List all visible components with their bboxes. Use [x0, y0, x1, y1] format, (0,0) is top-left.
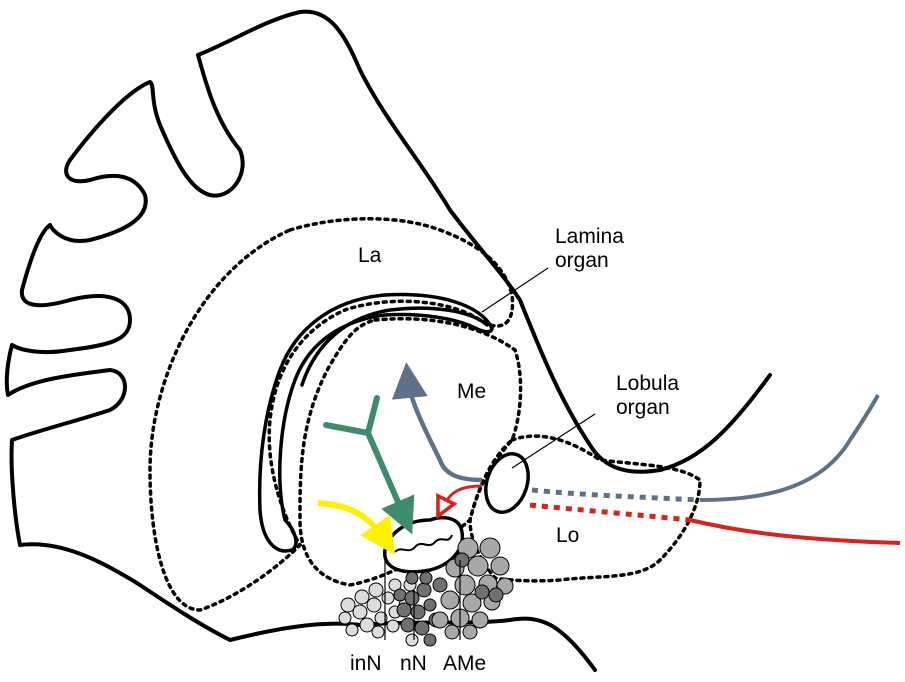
red-pathway-tail	[690, 520, 900, 543]
cell-body	[411, 605, 425, 619]
cell-body	[405, 591, 419, 605]
cell-body	[480, 538, 500, 558]
cell-body	[372, 626, 384, 638]
cell-body	[382, 592, 394, 604]
cell-body	[424, 599, 436, 611]
red-pathway-dotted	[530, 505, 690, 520]
outer-chiasm-band	[260, 295, 492, 551]
cell-body	[417, 583, 431, 597]
label-lamina-organ: Lamina organ	[555, 225, 624, 273]
label-me: Me	[457, 380, 486, 404]
cell-body	[394, 589, 406, 601]
cell-body	[432, 612, 448, 628]
cell-body	[468, 556, 488, 576]
cell-body	[463, 625, 477, 639]
cell-body	[472, 612, 488, 628]
cell-body	[387, 620, 399, 632]
label-lobula-organ: Lobula organ	[616, 372, 679, 420]
cell-body	[397, 603, 411, 617]
cell-body	[424, 634, 436, 646]
cell-body	[441, 591, 459, 609]
cell-body	[353, 605, 367, 619]
label-inn: inN	[350, 652, 382, 676]
slate-pathway-tail	[700, 395, 878, 500]
cell-body	[455, 575, 475, 595]
cell-body	[339, 612, 351, 624]
cell-body	[415, 621, 429, 635]
green-pathway-trunk	[368, 433, 405, 518]
label-la: La	[358, 244, 381, 268]
cell-body	[406, 634, 418, 646]
label-ame: AMe	[443, 652, 486, 676]
cell-body	[346, 624, 358, 636]
yellow-pathway	[318, 503, 385, 540]
cell-body	[475, 585, 489, 599]
cell-body	[406, 572, 418, 584]
label-lo: Lo	[556, 524, 579, 548]
cell-body	[433, 578, 447, 592]
green-pathway-branches	[326, 398, 377, 433]
cell-body	[445, 625, 459, 639]
cell-body	[491, 557, 509, 575]
slate-pathway-dotted	[532, 490, 700, 500]
lobula-organ-leader	[512, 414, 595, 468]
cell-body	[367, 598, 381, 612]
cell-body	[355, 590, 369, 604]
cell-body	[420, 572, 432, 584]
cell-body	[401, 618, 415, 632]
cell-body	[369, 583, 383, 597]
cell-body	[455, 553, 469, 567]
cell-body	[489, 588, 503, 602]
label-nn: nN	[400, 652, 427, 676]
lamina-organ-leader	[482, 268, 548, 312]
